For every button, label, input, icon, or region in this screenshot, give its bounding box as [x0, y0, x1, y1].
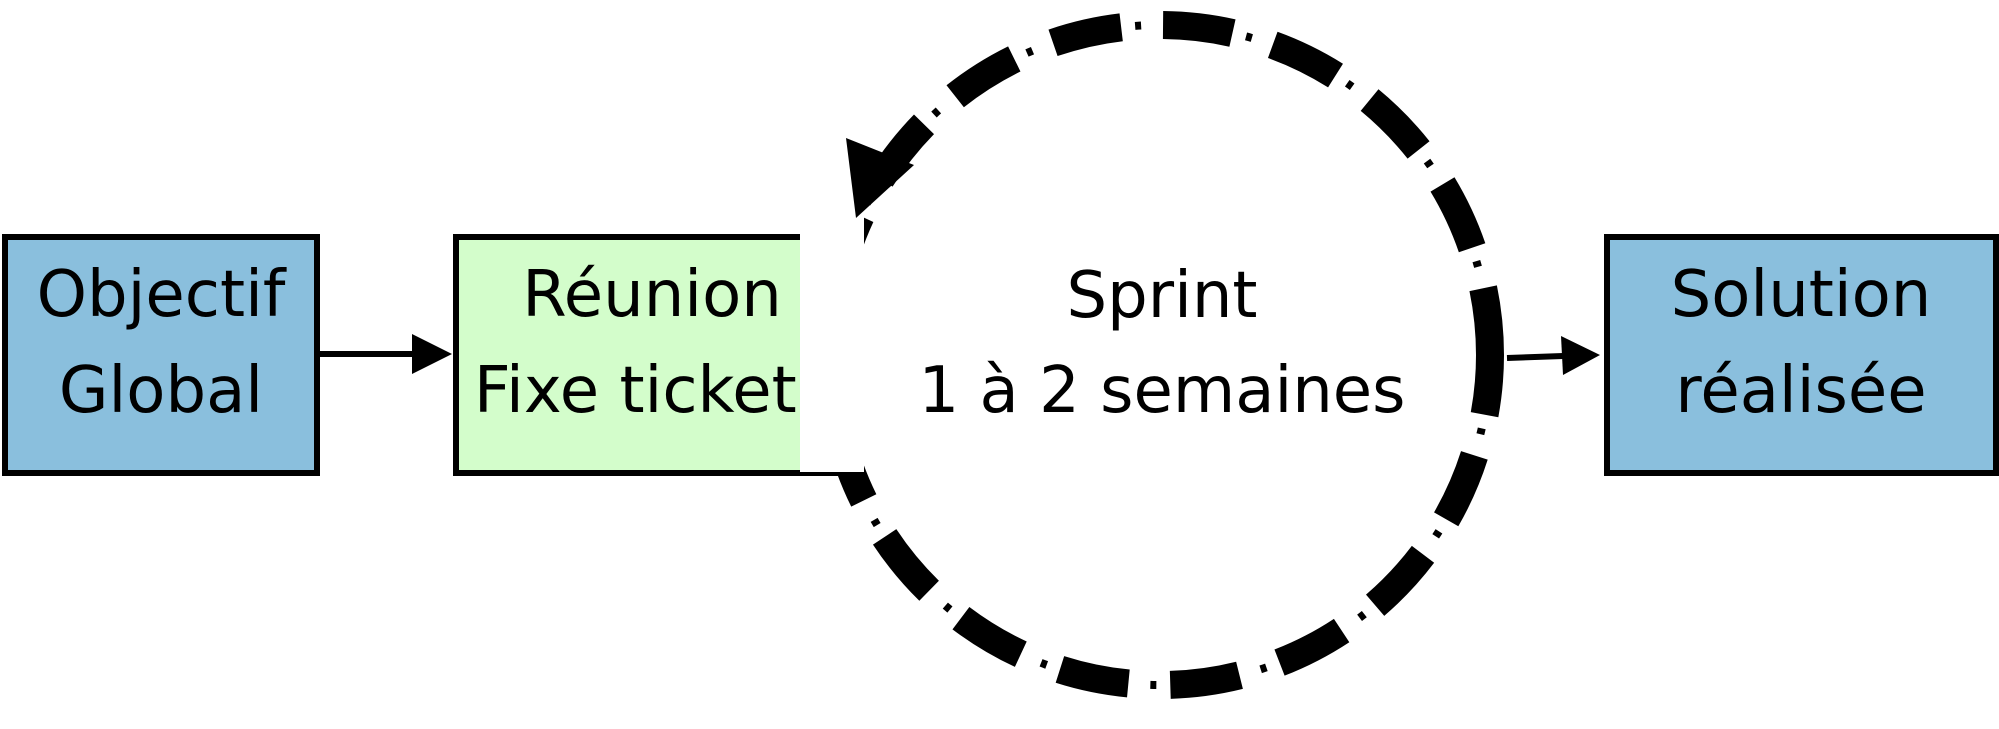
sprint-label-line2: 1 à 2 semaines	[918, 354, 1405, 428]
sprint-loop-arrowhead	[846, 138, 914, 218]
objective-label-line2: Global	[59, 354, 263, 428]
arrow-sprint-to-solution	[1506, 336, 1600, 375]
arrowhead	[1561, 336, 1600, 375]
objective-label-line1: Objectif	[37, 258, 287, 332]
arrow-line	[1506, 353, 1564, 361]
meeting-box: Réunion Fixe tickets	[453, 234, 850, 476]
solution-label-line2: réalisée	[1675, 354, 1926, 428]
sprint-loop-gap	[800, 172, 864, 472]
sprint-loop: Sprint 1 à 2 semaines	[800, 11, 1504, 699]
meeting-label-line2: Fixe tickets	[474, 354, 830, 428]
objective-box: Objectif Global	[2, 234, 320, 476]
solution-box-shape	[1604, 234, 1999, 476]
solution-label-line1: Solution	[1671, 258, 1932, 332]
objective-box-shape	[2, 234, 320, 476]
solution-box: Solution réalisée	[1604, 234, 1999, 476]
arrowhead	[412, 334, 452, 374]
arrow-objective-to-meeting	[317, 334, 452, 374]
meeting-box-shape	[453, 234, 850, 476]
sprint-label-line1: Sprint	[1067, 259, 1258, 333]
meeting-label-line1: Réunion	[522, 258, 782, 332]
